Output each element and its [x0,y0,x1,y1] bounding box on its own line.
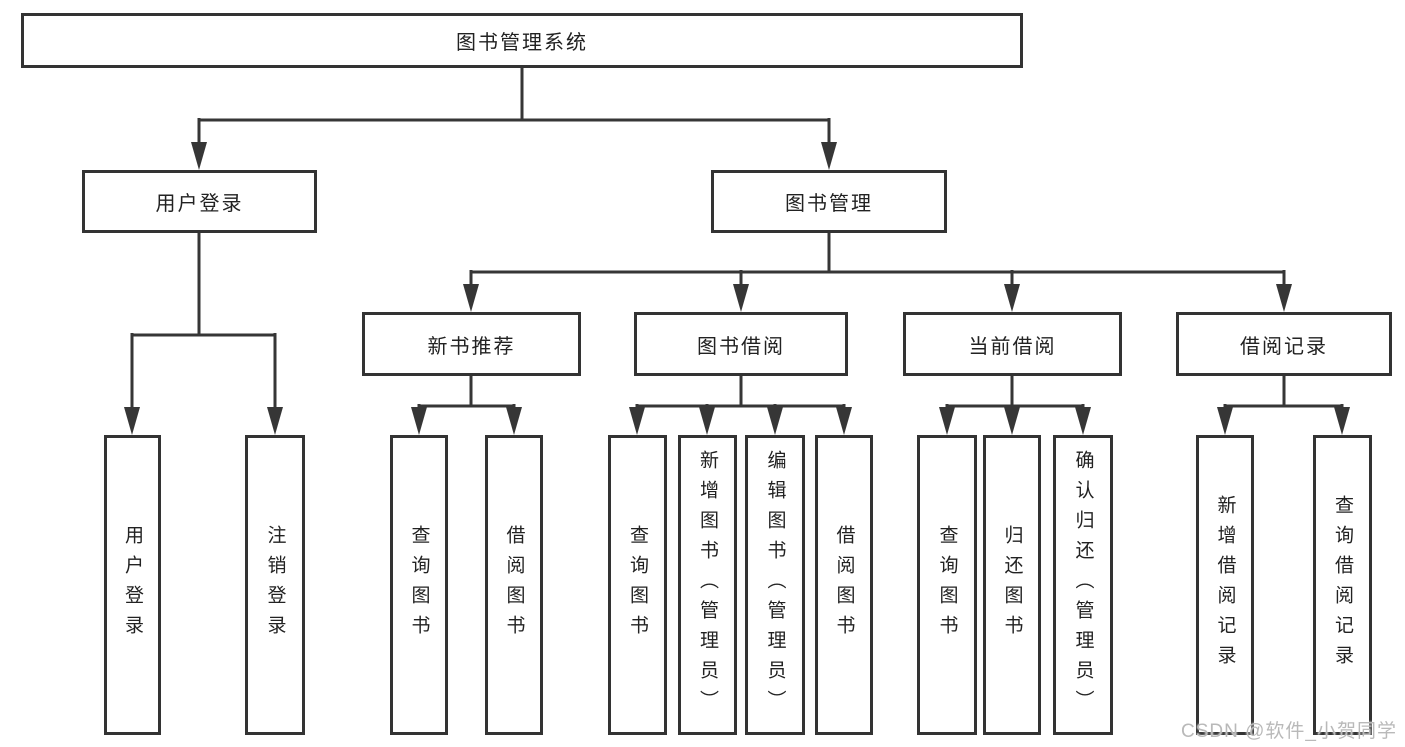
leaf-borrow-add-admin: 新增图书（管理员） [678,435,737,735]
node-new-book-recommend-label: 新书推荐 [427,335,516,358]
leaf-borrow-book-label: 借阅图书 [833,525,855,645]
leaf-return-book: 归还图书 [983,435,1041,735]
leaf-current-query-label: 查询图书 [936,525,958,645]
node-root-label: 图书管理系统 [456,32,588,54]
leaf-logout-label: 注销登录 [264,525,286,645]
node-book-management: 图书管理 [711,170,947,233]
leaf-borrow-query-label: 查询图书 [627,525,648,645]
node-user-login-group: 用户登录 [82,170,317,233]
leaf-user-login-label: 用户登录 [122,525,143,645]
leaf-return-book-label: 归还图书 [1001,525,1023,645]
node-current-borrow: 当前借阅 [903,312,1122,376]
leaf-record-query-label: 查询借阅记录 [1332,495,1353,675]
leaf-newbook-query-label: 查询图书 [408,525,430,645]
leaf-borrow-edit-admin: 编辑图书（管理员） [745,435,805,735]
node-borrow-record: 借阅记录 [1176,312,1392,376]
leaf-record-add-label: 新增借阅记录 [1214,495,1236,675]
leaf-borrow-book: 借阅图书 [815,435,873,735]
leaf-logout: 注销登录 [245,435,305,735]
csdn-watermark: CSDN @软件_小贺同学 [1181,721,1397,742]
node-borrow-record-label: 借阅记录 [1240,335,1328,358]
node-book-borrow-label: 图书借阅 [697,335,785,358]
node-current-borrow-label: 当前借阅 [968,335,1057,358]
node-new-book-recommend: 新书推荐 [362,312,581,376]
node-user-login-group-label: 用户登录 [155,193,244,215]
leaf-current-query: 查询图书 [917,435,977,735]
node-root: 图书管理系统 [21,13,1023,68]
leaf-record-query: 查询借阅记录 [1313,435,1372,735]
leaf-record-add: 新增借阅记录 [1196,435,1254,735]
leaf-confirm-return-admin-label: 确认归还（管理员） [1072,450,1094,720]
leaf-borrow-add-admin-label: 新增图书（管理员） [697,450,718,720]
leaf-newbook-borrow: 借阅图书 [485,435,543,735]
leaf-borrow-query: 查询图书 [608,435,667,735]
leaf-newbook-query: 查询图书 [390,435,448,735]
leaf-confirm-return-admin: 确认归还（管理员） [1053,435,1113,735]
arrowheads [124,142,1350,435]
leaf-newbook-borrow-label: 借阅图书 [503,525,525,645]
node-book-management-label: 图书管理 [785,193,873,215]
leaf-user-login: 用户登录 [104,435,161,735]
node-book-borrow: 图书借阅 [634,312,848,376]
leaf-borrow-edit-admin-label: 编辑图书（管理员） [764,450,786,720]
